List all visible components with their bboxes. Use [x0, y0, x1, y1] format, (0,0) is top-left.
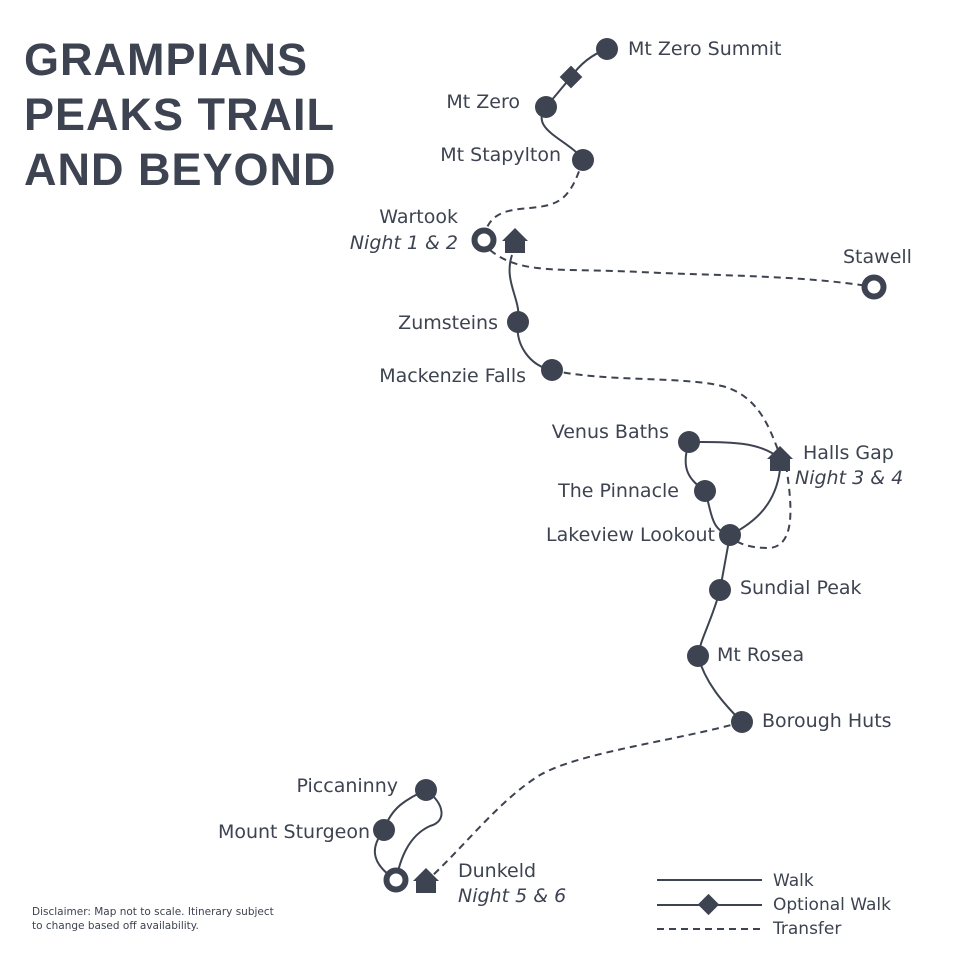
title-line: PEAKS TRAIL	[24, 89, 336, 140]
map-title: GRAMPIANS PEAKS TRAIL AND BEYOND	[24, 32, 337, 197]
label-dunkeld-night: Night 5 & 6	[458, 885, 567, 907]
optional-walk-diamond-icon	[559, 65, 583, 89]
stop-marker	[678, 431, 700, 453]
label-mt-zero: Mt Zero	[446, 91, 520, 113]
label-mt-rosea: Mt Rosea	[717, 644, 805, 666]
title-line: AND BEYOND	[24, 144, 337, 195]
label-wartook: Wartook	[379, 206, 458, 228]
legend-optional-walk-label: Optional Walk	[773, 895, 891, 915]
label-halls-gap: Halls Gap	[803, 442, 894, 464]
disclaimer: Disclaimer: Map not to scale. Itinerary …	[32, 905, 332, 933]
label-stawell: Stawell	[843, 246, 912, 268]
label-mt-zero-summit: Mt Zero Summit	[628, 38, 782, 60]
label-piccaninny: Piccaninny	[296, 775, 398, 797]
stop-marker	[541, 359, 563, 381]
label-mount-sturgeon: Mount Sturgeon	[217, 821, 370, 843]
label-zumsteins: Zumsteins	[398, 312, 498, 334]
walk-path	[729, 469, 781, 536]
stop-marker	[507, 311, 529, 333]
town-ring-marker	[861, 274, 887, 300]
title-line: GRAMPIANS	[24, 34, 309, 85]
label-venus-baths: Venus Baths	[551, 421, 669, 443]
accommodation-house-icon	[502, 228, 528, 253]
stop-marker	[719, 524, 741, 546]
legend-walk-label: Walk	[773, 871, 814, 891]
transfer-path	[429, 721, 743, 879]
disclaimer-line: to change based off availability.	[32, 920, 199, 932]
transfer-path	[551, 369, 781, 456]
accommodation-house-icon	[413, 868, 439, 893]
label-dunkeld: Dunkeld	[458, 860, 537, 882]
transfer-path	[489, 249, 875, 288]
label-the-pinnacle: The Pinnacle	[558, 480, 679, 502]
accommodation-house-icon	[767, 446, 793, 471]
label-lakeview-lookout: Lakeview Lookout	[546, 524, 715, 546]
town-ring-marker	[383, 867, 409, 893]
stop-marker	[731, 711, 753, 733]
walk-path	[696, 534, 743, 723]
label-halls-gap-night: Night 3 & 4	[795, 467, 904, 489]
stop-marker	[535, 96, 557, 118]
transfer-path	[483, 159, 584, 236]
disclaimer-line: Disclaimer: Map not to scale. Itinerary …	[32, 906, 274, 918]
stop-marker	[572, 149, 594, 171]
stop-marker	[694, 480, 716, 502]
transfer-path	[729, 464, 792, 550]
town-ring-marker	[471, 227, 497, 253]
label-wartook-night: Night 1 & 2	[349, 232, 458, 254]
legend-transfer-label: Transfer	[773, 919, 842, 939]
stop-marker	[709, 579, 731, 601]
stop-marker	[687, 645, 709, 667]
label-sundial-peak: Sundial Peak	[740, 577, 862, 599]
label-borough-huts: Borough Huts	[762, 710, 892, 732]
label-mt-stapylton: Mt Stapylton	[440, 144, 561, 166]
stop-marker	[415, 779, 437, 801]
stop-marker	[373, 819, 395, 841]
legend-diamond-icon	[697, 893, 720, 916]
stop-marker	[596, 38, 618, 60]
label-mackenzie-falls: Mackenzie Falls	[379, 365, 526, 387]
walk-path	[688, 440, 781, 460]
